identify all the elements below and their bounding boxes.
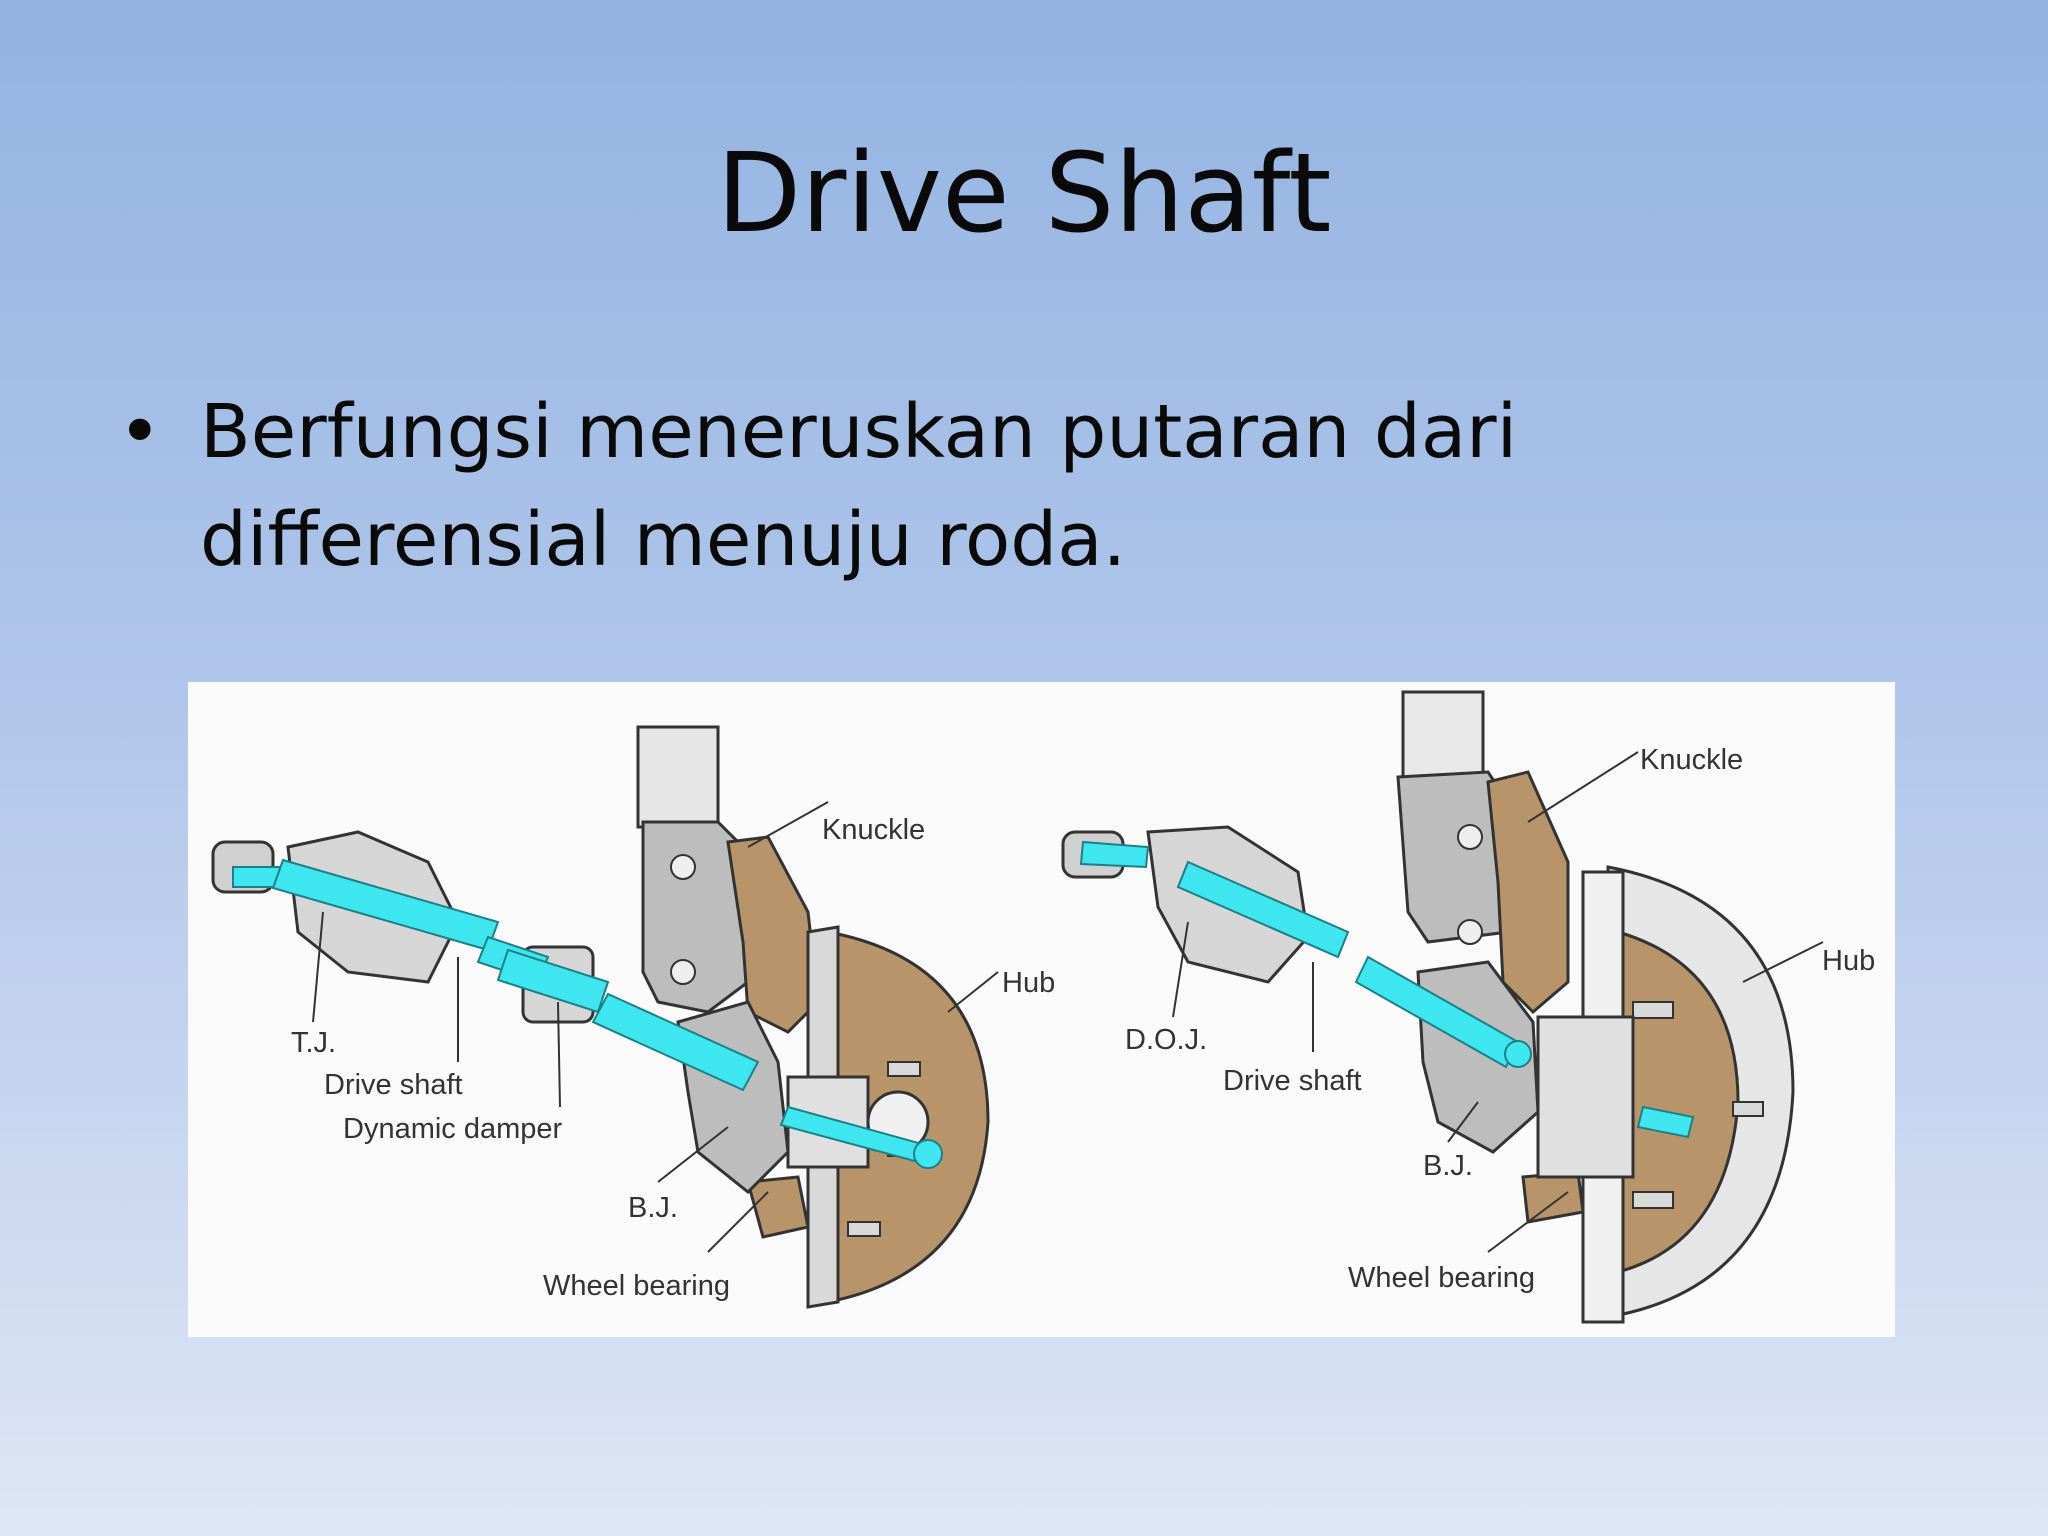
right-diagram xyxy=(1061,690,1824,1324)
label-wheel-bearing-right: Wheel bearing xyxy=(1348,1262,1535,1294)
left-knuckle xyxy=(726,835,820,1034)
label-wheel-bearing-left: Wheel bearing xyxy=(543,1270,730,1302)
left-labels: T.J. Drive shaft Dynamic damper Knuckle … xyxy=(291,814,1055,1302)
label-bj-left: B.J. xyxy=(628,1192,678,1224)
slide-title: Drive Shaft xyxy=(716,129,1332,257)
left-strut xyxy=(636,725,750,1014)
label-bj-right: B.J. xyxy=(1423,1150,1473,1182)
label-dynamic-damper: Dynamic damper xyxy=(343,1113,563,1145)
label-knuckle-right: Knuckle xyxy=(1640,744,1743,776)
label-knuckle-left: Knuckle xyxy=(822,814,925,846)
drive-shaft-figure: T.J. Drive shaft Dynamic damper Knuckle … xyxy=(188,682,1895,1337)
left-hub xyxy=(806,925,990,1309)
label-drive-shaft-left: Drive shaft xyxy=(324,1069,463,1101)
right-leaders xyxy=(1172,751,1824,1253)
label-tj: T.J. xyxy=(291,1027,336,1059)
left-bj-boot xyxy=(676,1000,790,1195)
left-diagram xyxy=(211,725,999,1309)
right-strut xyxy=(1396,690,1510,945)
label-hub-left: Hub xyxy=(1002,967,1055,999)
bullet-text: Berfungsi meneruskan putaran dari differ… xyxy=(200,389,1518,583)
drive-shaft-illustration: T.J. Drive shaft Dynamic damper Knuckle … xyxy=(211,690,1875,1324)
label-drive-shaft-right: Drive shaft xyxy=(1223,1065,1362,1097)
left-leaders xyxy=(312,801,999,1253)
label-hub-right: Hub xyxy=(1822,945,1875,977)
right-knuckle xyxy=(1486,770,1570,1015)
bullet-dot: • xyxy=(118,389,162,475)
right-wheel-bearing xyxy=(1536,1015,1635,1179)
left-drive-shaft xyxy=(232,858,943,1169)
right-drive-shaft xyxy=(1079,840,1695,1139)
right-labels: D.O.J. Drive shaft Knuckle Hub B.J. Whee… xyxy=(1125,744,1875,1294)
label-doj: D.O.J. xyxy=(1125,1024,1207,1056)
